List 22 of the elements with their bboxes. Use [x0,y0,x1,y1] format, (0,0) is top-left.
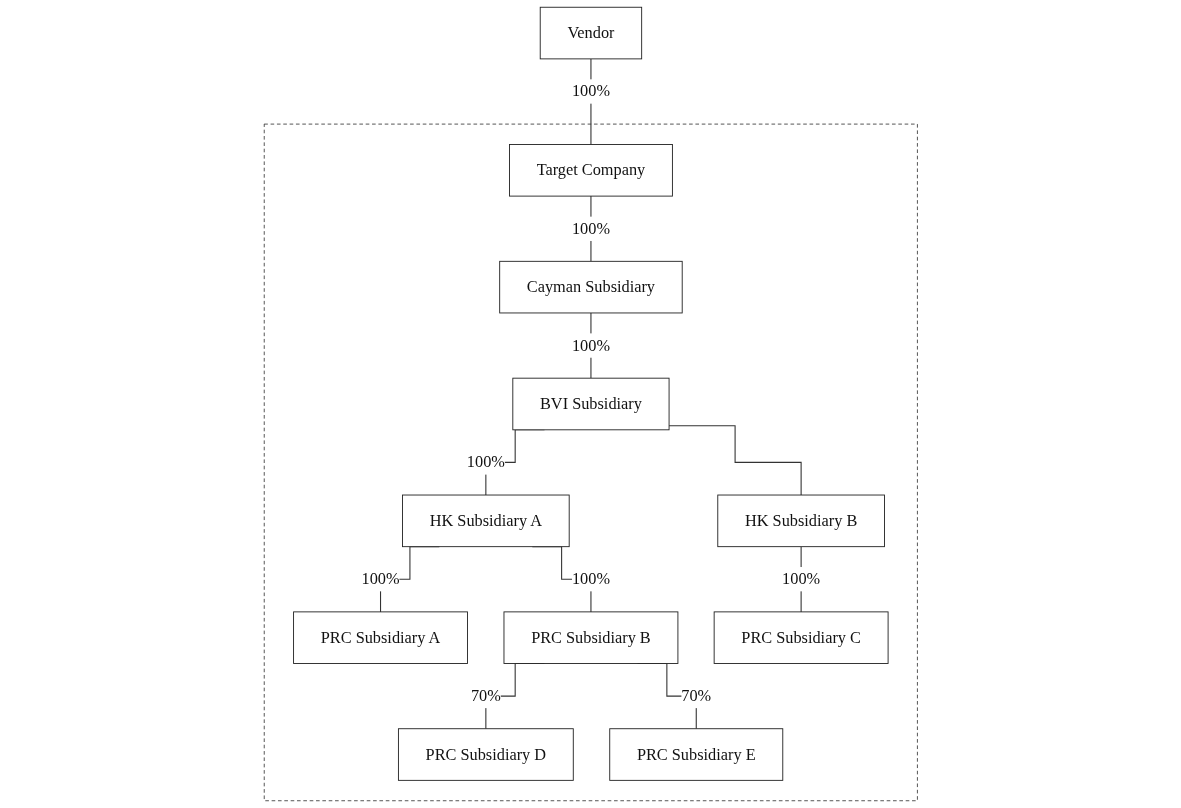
node-box: HK Subsidiary B [717,494,885,548]
edge-label: 100% [361,569,400,588]
node-box: PRC Subsidiary A [292,611,468,664]
edge-label: 100% [571,336,610,355]
edge-label: 70% [470,686,501,705]
cluster [263,123,918,802]
node-box: PRC Subsidiary D [397,728,574,781]
node-box: PRC Subsidiary B [503,611,679,664]
edge-label: 100% [571,81,610,101]
edge-label: 100% [571,569,610,588]
edge-label: 100% [571,219,610,238]
node-box: PRC Subsidiary C [713,611,889,664]
node-box: Vendor [539,6,642,60]
edge-label: 100% [781,569,820,588]
node-box: PRC Subsidiary E [608,728,783,781]
connector [668,425,802,496]
node-box: Cayman Subsidiary [498,260,683,314]
edge-label: 100% [466,452,505,472]
node-box: Target Company [508,144,673,197]
node-box: HK Subsidiary A [401,494,570,548]
edge-label: 70% [680,686,711,705]
node-box: BVI Subsidiary [512,377,670,431]
